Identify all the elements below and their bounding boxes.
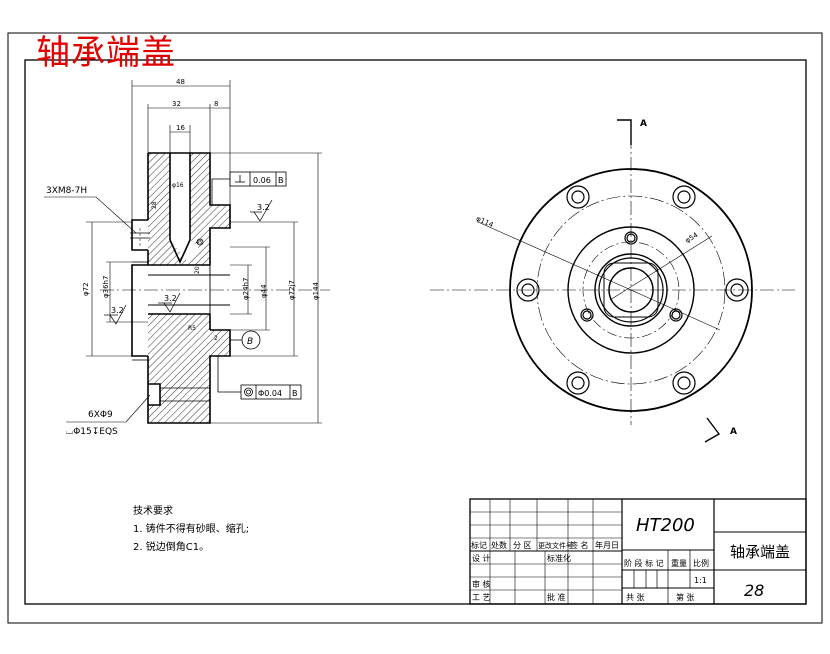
part-name-label: 轴承端盖 [730, 543, 790, 561]
tb-ratio: 比例 [693, 558, 709, 568]
drawing-number: 28 [744, 581, 764, 600]
dim-phi114: φ114 [475, 215, 495, 230]
roughness-2: 3.2 [111, 306, 124, 315]
counterbore-callout: ⌴Φ15↧EQS [66, 427, 118, 437]
tb-std: 标准化 [547, 553, 571, 563]
dim-45: 45 [196, 240, 202, 246]
datum-label: B [247, 337, 253, 347]
dim-phi72j7: φ72j7 [288, 280, 296, 300]
tb-stage: 阶 段 标 记 [624, 558, 664, 568]
conc-datum: B [292, 389, 298, 398]
perp-datum: B [278, 176, 284, 185]
tb-date: 年月日 [595, 540, 619, 550]
front-view: φ114 φ54 A A [430, 119, 795, 443]
tb-qty: 处数 [491, 540, 507, 550]
outer-border [7, 32, 823, 624]
note-item-2: 2. 锐边倒角C1。 [133, 542, 210, 553]
roughness-1: 3.2 [257, 203, 270, 212]
dim-20: 20 [194, 266, 201, 274]
drawing-title: 轴承端盖 [36, 33, 176, 73]
dim-phi72: φ72 [82, 282, 90, 296]
dim-phi44: φ44 [260, 284, 268, 298]
tb-craft: 工 艺 [472, 593, 491, 602]
dim-phi24h7: φ24h7 [242, 278, 250, 300]
tb-scale: 1:1 [694, 576, 707, 585]
dim-8: 8 [214, 100, 218, 108]
technical-notes: 技术要求 1. 铸件不得有砂眼、缩孔; 2. 锐边倒角C1。 [133, 503, 249, 557]
tb-sign: 签 名 [570, 540, 589, 550]
dim-2: 2 [214, 335, 218, 342]
dim-28: 28 [151, 201, 158, 209]
conc-value: Φ0.04 [258, 389, 282, 398]
tb-mark: 标记 [471, 540, 487, 550]
inner-border [24, 59, 807, 605]
tb-zone: 分 区 [513, 541, 532, 550]
tb-weight: 重量 [671, 558, 687, 568]
holes-callout: 6XΦ9 [88, 410, 113, 420]
dim-phi16: φ16 [172, 182, 184, 189]
dim-48: 48 [176, 78, 185, 86]
dim-32: 32 [172, 100, 181, 108]
dim-phi54: φ54 [684, 231, 700, 245]
tb-approve: 批 准 [547, 592, 566, 602]
tb-total: 共 张 [626, 593, 645, 602]
tb-sheet: 第 张 [676, 592, 695, 602]
section-upper-hatch [148, 153, 210, 265]
thread-callout: 3XM8-7H [46, 186, 87, 196]
perp-value: 0.06 [253, 176, 271, 185]
dim-phi36h7: φ36h7 [102, 276, 110, 298]
title-block [469, 498, 807, 605]
section-view: 48 32 8 16 φ16 28 20 2 R5 45 φ72 φ36h7 [44, 78, 330, 437]
material-label: HT200 [636, 515, 695, 536]
dim-phi144: φ144 [312, 281, 320, 300]
dim-r5: R5 [188, 325, 196, 332]
tb-design: 设 计 [472, 553, 491, 563]
tb-doc: 更改文件号 [538, 541, 573, 550]
dim-16: 16 [176, 124, 185, 132]
roughness-3: 3.2 [164, 294, 177, 303]
section-mark-a-bottom: A [730, 427, 737, 437]
section-mark-a-top: A [640, 119, 647, 129]
tb-review: 审 核 [472, 579, 491, 589]
note-item-1: 1. 铸件不得有砂眼、缩孔; [133, 524, 250, 535]
notes-heading: 技术要求 [133, 506, 173, 517]
